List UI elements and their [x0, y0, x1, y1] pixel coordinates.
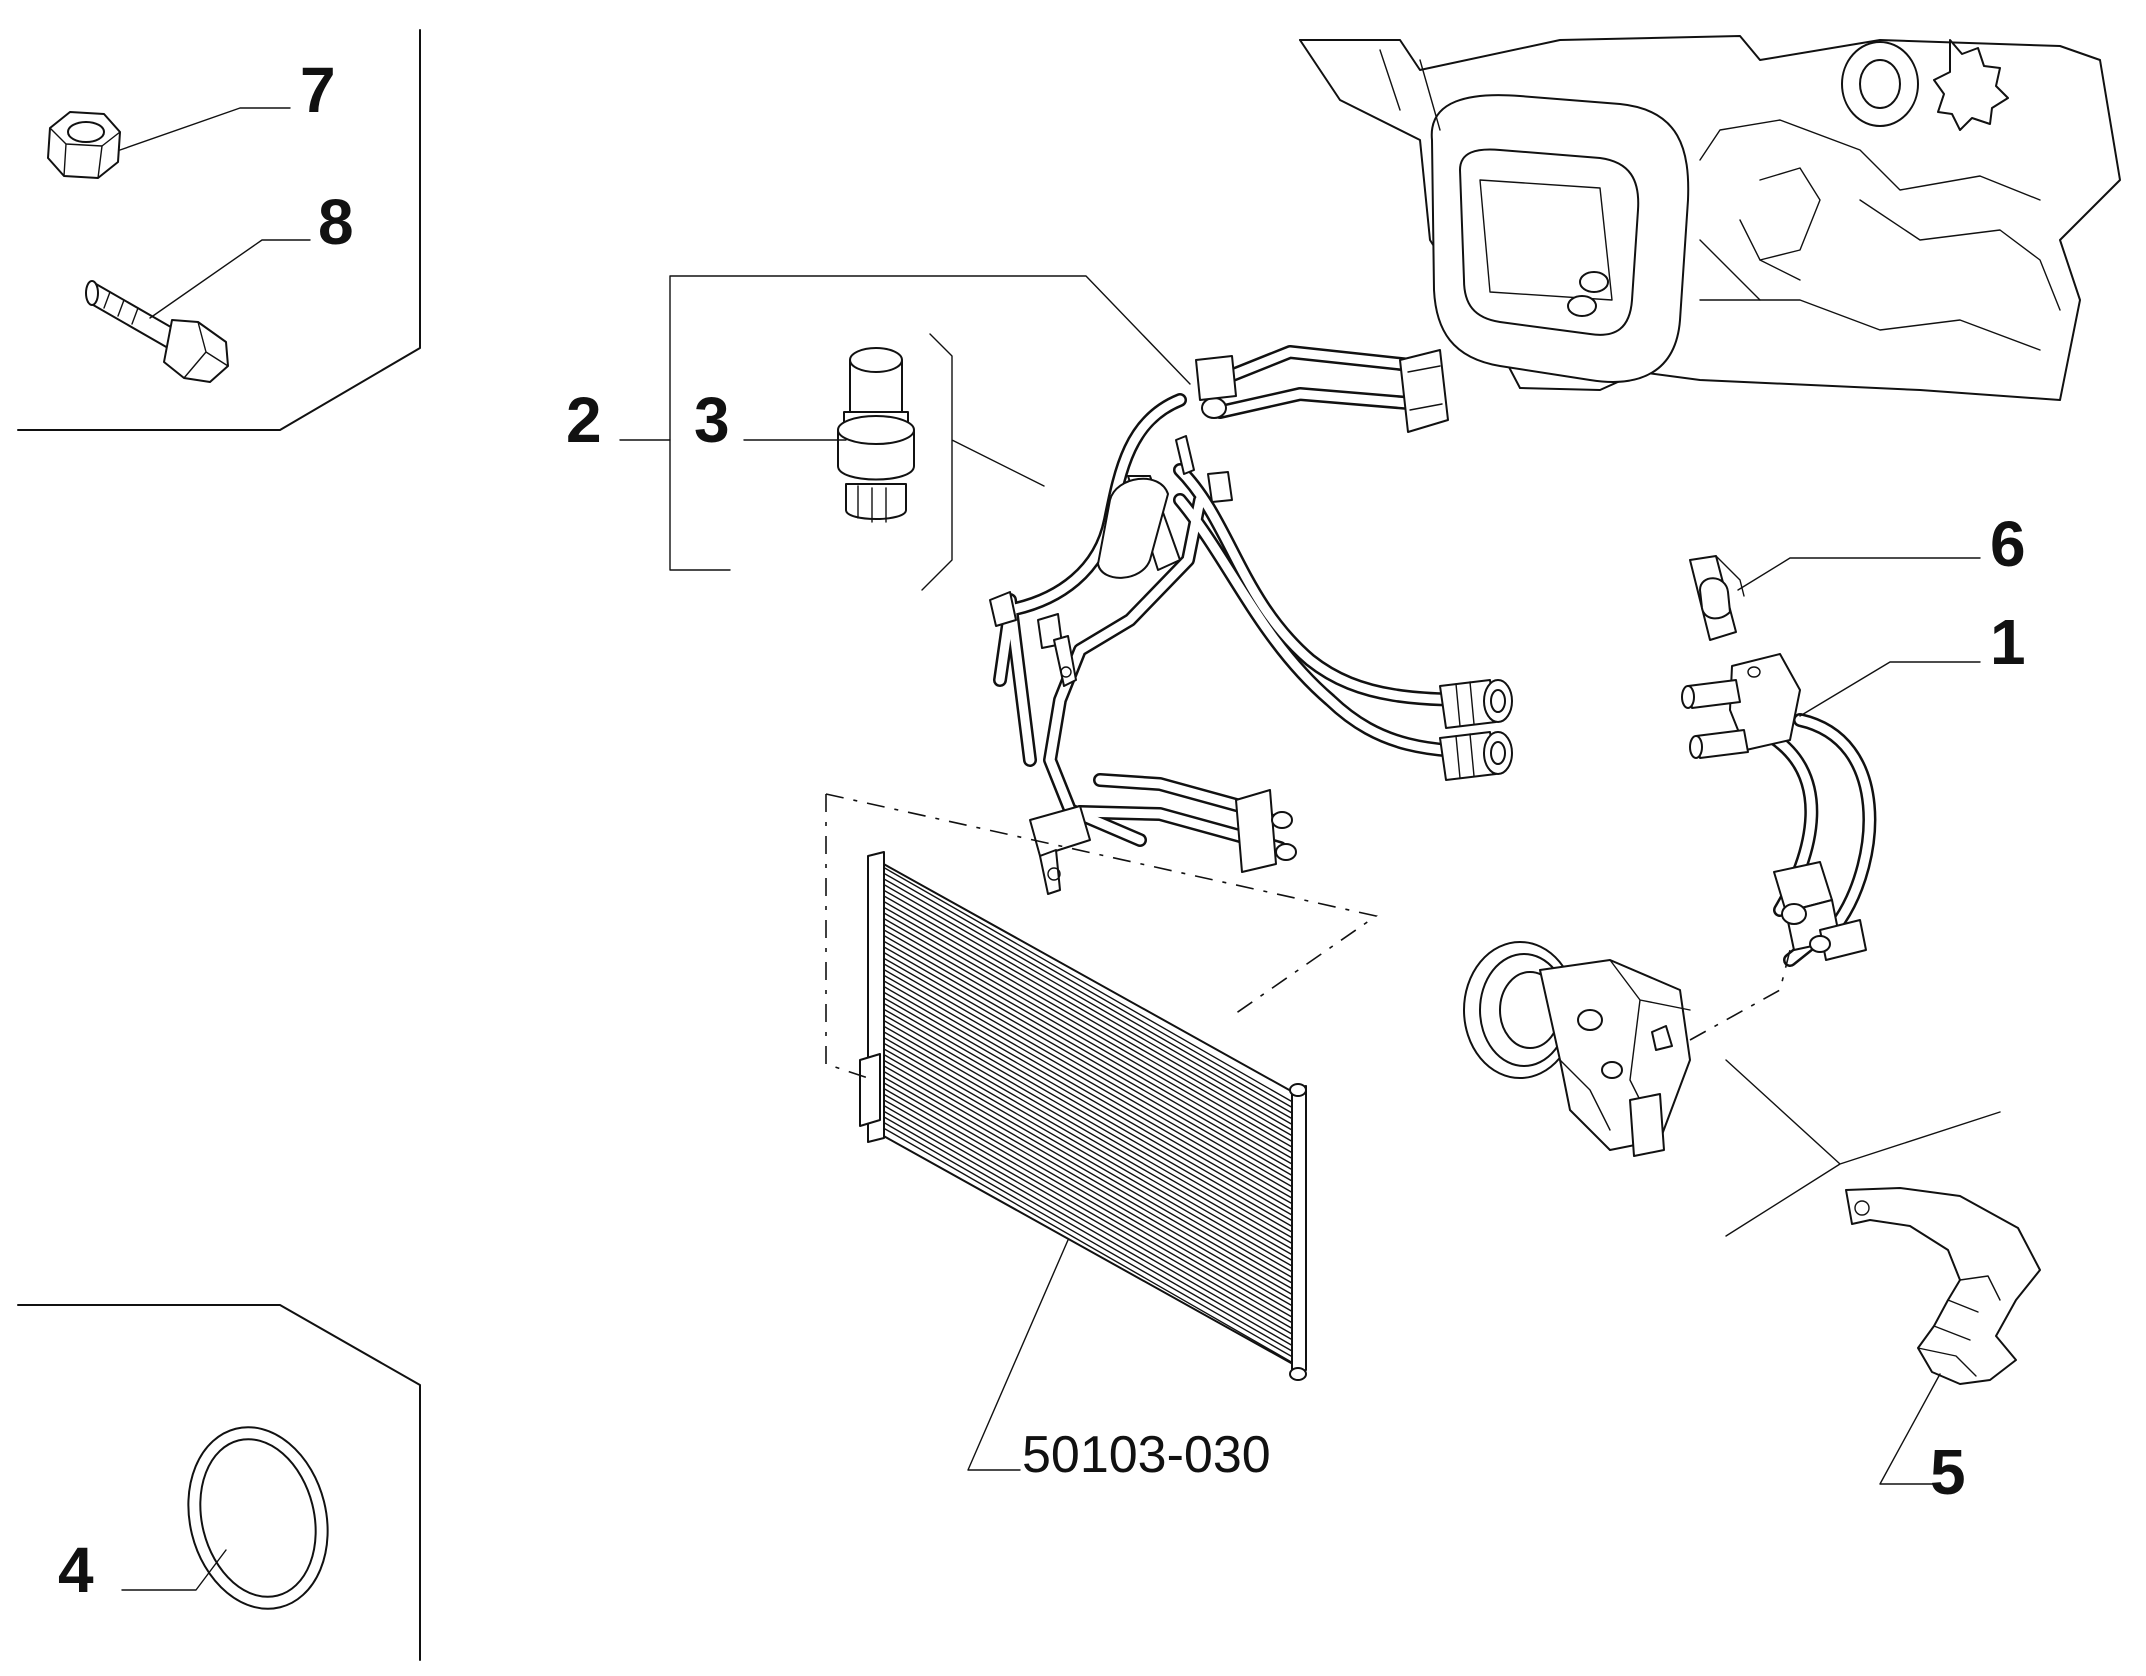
condenser-fin-line	[884, 1083, 1292, 1317]
condenser-fin-line	[884, 970, 1292, 1204]
reference-number: 50103-030	[1022, 1426, 1271, 1484]
bracket-part	[1846, 1188, 2040, 1384]
leader-line-ref	[968, 1240, 1068, 1470]
condenser-fin-line	[884, 1117, 1292, 1351]
condenser-fin-line	[884, 1123, 1292, 1357]
condenser-fin-line	[884, 936, 1292, 1170]
condenser-fins	[884, 868, 1292, 1363]
condenser-fin-line	[884, 896, 1292, 1130]
condenser-fin-line	[884, 953, 1292, 1187]
condenser-fin-line	[884, 998, 1292, 1232]
hose-assembly-part	[990, 350, 1512, 894]
condenser-fin-line	[884, 964, 1292, 1198]
condenser-part	[860, 852, 1306, 1380]
condenser-fin-line	[884, 1094, 1292, 1328]
condenser-fin-line	[884, 1015, 1292, 1249]
engine-block-part	[1300, 36, 2120, 400]
condenser-fin-line	[884, 1055, 1292, 1289]
condenser-fin-line	[884, 947, 1292, 1181]
condenser-fin-line	[884, 1111, 1292, 1345]
bracket-reference-line	[1726, 1060, 2000, 1236]
condenser-fin-line	[884, 987, 1292, 1221]
condenser-fin-line	[884, 907, 1292, 1141]
condenser-fin-line	[884, 1060, 1292, 1294]
compressor-part	[1464, 942, 1690, 1156]
condenser-fin-line	[884, 1066, 1292, 1300]
condenser-dash-outline	[826, 794, 1376, 1078]
callout-1: 1	[1990, 606, 2026, 678]
hardware-panel-border	[18, 30, 420, 430]
condenser-fin-line	[884, 958, 1292, 1192]
condenser-fin-line	[884, 913, 1292, 1147]
condenser-fin-line	[884, 924, 1292, 1158]
bolt-part	[86, 281, 228, 382]
condenser-fin-line	[884, 1077, 1292, 1311]
condenser-fin-line	[884, 1043, 1292, 1277]
compressor-hose-part	[1682, 654, 1869, 960]
leader-line-7	[120, 108, 290, 150]
condenser-fin-line	[884, 1032, 1292, 1266]
condenser-fin-line	[884, 1100, 1292, 1334]
callout-2: 2	[566, 384, 602, 456]
condenser-fin-line	[884, 902, 1292, 1136]
callout-3: 3	[694, 384, 730, 456]
leader-line-1	[1800, 662, 1980, 716]
condenser-fin-line	[884, 930, 1292, 1164]
condenser-fin-line	[884, 1026, 1292, 1260]
pressure-switch-bracket	[922, 334, 1044, 590]
condenser-fin-line	[884, 1038, 1292, 1272]
condenser-fin-line	[884, 992, 1292, 1226]
condenser-fin-line	[884, 1072, 1292, 1306]
o-ring-seal-part	[170, 1412, 346, 1623]
condenser-fin-line	[884, 868, 1292, 1102]
callout-8: 8	[318, 186, 354, 258]
callout-5: 5	[1930, 1436, 1966, 1508]
leader-line-6	[1738, 558, 1980, 590]
condenser-fin-line	[884, 941, 1292, 1175]
clip-part	[1690, 556, 1744, 640]
leader-bracket-2	[670, 276, 1190, 570]
callout-7: 7	[300, 54, 336, 126]
condenser-fin-line	[884, 975, 1292, 1209]
condenser-fin-line	[884, 981, 1292, 1215]
callout-6: 6	[1990, 508, 2026, 580]
condenser-fin-line	[884, 1049, 1292, 1283]
leader-line-8	[150, 240, 310, 318]
nut-part	[48, 112, 120, 178]
condenser-fin-line	[884, 885, 1292, 1119]
compressor-dash-line	[1690, 950, 1790, 1040]
condenser-fin-line	[884, 1004, 1292, 1238]
seal-panel-border	[18, 1305, 420, 1660]
pressure-switch-part	[838, 348, 914, 522]
condenser-fin-line	[884, 879, 1292, 1113]
condenser-fin-line	[884, 1106, 1292, 1340]
condenser-fin-line	[884, 890, 1292, 1124]
condenser-fin-line	[884, 873, 1292, 1107]
condenser-fin-line	[884, 1089, 1292, 1323]
leader-line-4	[122, 1550, 226, 1590]
callout-4: 4	[58, 1534, 94, 1606]
condenser-fin-line	[884, 1128, 1292, 1362]
condenser-fin-line	[884, 1009, 1292, 1243]
leader-line-5	[1880, 1374, 1940, 1484]
condenser-fin-line	[884, 1021, 1292, 1255]
condenser-fin-line	[884, 919, 1292, 1153]
